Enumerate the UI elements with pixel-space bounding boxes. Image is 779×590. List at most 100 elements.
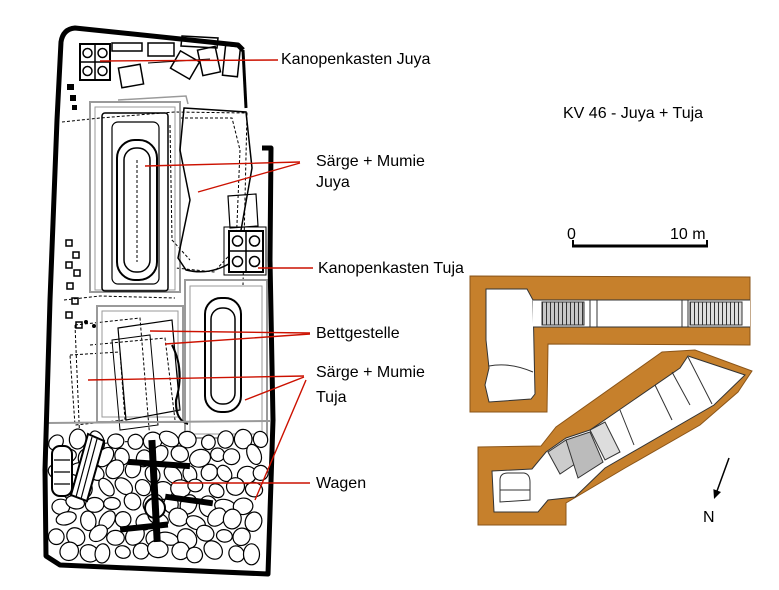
rubble-stone (106, 529, 125, 546)
dashed-outline (69, 351, 126, 426)
leader-coffins-juya (144, 161, 301, 193)
diagram-title: KV 46 - Juya + Tuja (563, 105, 703, 122)
box (196, 45, 222, 77)
small-object (73, 269, 81, 277)
chair-leg (171, 344, 189, 425)
scale-end-label: 10 m (670, 226, 706, 243)
bed-frame-outline (101, 310, 179, 418)
small-object (66, 282, 74, 290)
label-coffins-juya-name: Juya (316, 174, 350, 191)
rubble-stone (200, 434, 216, 451)
rubble-stone (80, 510, 97, 532)
rubble-stone (208, 483, 225, 499)
labels: Kanopenkasten Juya Särge + Mumie Juya Ka… (281, 51, 703, 492)
canopic-jar (248, 235, 261, 247)
rubble-stone (222, 448, 241, 466)
chariot-yoke (127, 458, 191, 470)
rubble-stone (195, 524, 215, 542)
rubble-stone (200, 463, 219, 482)
canopic-jar (231, 255, 244, 268)
rubble-stone (171, 541, 190, 561)
chair (227, 193, 259, 229)
anthropoid-coffin (116, 139, 158, 281)
corridor-step-lines (619, 356, 713, 446)
north-arrow-head (713, 489, 721, 499)
chest-frame (223, 226, 267, 276)
small-object (70, 95, 76, 101)
dashed-outline (61, 111, 248, 286)
leader-lines (87, 59, 313, 501)
rubble-stone (98, 477, 115, 497)
chariot-axle (164, 493, 214, 507)
bed (111, 334, 159, 431)
rubble-stone (47, 528, 65, 546)
rubble-stone (246, 443, 263, 466)
dashed-outline (63, 295, 176, 301)
rubble-stone (158, 430, 180, 448)
label-coffins-juya: Särge + Mumie (316, 153, 425, 170)
canopic-jar (97, 47, 108, 59)
rubble-stone (228, 545, 245, 563)
coffins-juya (89, 101, 181, 293)
chariot (51, 432, 214, 543)
outer-coffin (101, 112, 169, 292)
gray-frame (117, 95, 189, 105)
canopic-jar (231, 235, 244, 247)
rubble-stone (207, 507, 227, 527)
dashed-outline (74, 317, 151, 446)
dashed-outline (89, 337, 176, 421)
chamber-floor-line (488, 364, 534, 373)
label-coffins-tuja: Särge + Mumie (316, 364, 425, 381)
shrine-frame (184, 279, 268, 439)
label-beds: Bettgestelle (316, 325, 400, 342)
chamber-wall-stub (241, 49, 248, 109)
rubble-stone (187, 478, 204, 493)
leader-canopic-juya (99, 59, 279, 62)
leader-beds (149, 330, 311, 345)
rubble-stone (203, 540, 223, 560)
chamber-outline (42, 25, 276, 577)
box (221, 44, 242, 78)
small-object (65, 239, 73, 247)
rubble-stone (222, 508, 242, 530)
north-arrow: N (703, 457, 730, 526)
rubble-stone (186, 546, 204, 564)
leader-coffins-tuja (87, 375, 307, 501)
chariot-crossbar (119, 521, 169, 533)
rubble-boundary (47, 420, 271, 424)
scale-bar: 0 10 m (567, 226, 708, 248)
rubble-stone (177, 430, 197, 449)
door-jamb (589, 300, 689, 327)
canopic-jar (82, 47, 93, 59)
box (169, 49, 201, 81)
scale-start-label: 0 (567, 226, 576, 243)
canopic-jar (82, 65, 93, 77)
small-object (65, 261, 73, 269)
box (147, 42, 175, 57)
rubble-stone (215, 529, 233, 543)
north-label: N (703, 509, 715, 526)
rubble-stone (103, 496, 121, 511)
rubble-stone (232, 527, 251, 547)
upper-corridor-walls (533, 299, 750, 328)
rubble-stone (94, 543, 111, 564)
canopic-chest-juya (79, 43, 111, 81)
coffins-tuja (184, 279, 268, 439)
middle-coffin (111, 121, 160, 285)
rubble-stone (134, 478, 152, 497)
rubble-stone (123, 492, 142, 511)
bed (117, 319, 181, 421)
small-object (67, 84, 74, 90)
stair-block (565, 431, 604, 479)
label-canopic-tuja: Kanopenkasten Tuja (318, 260, 464, 277)
rubble-stone (233, 428, 253, 450)
rubble-stone (59, 541, 80, 562)
small-object (72, 251, 80, 259)
rubble-stone (242, 543, 261, 566)
small-object (65, 311, 73, 319)
box (111, 42, 143, 52)
lower-chamber-niche (499, 472, 531, 503)
rubble-stone (114, 545, 131, 559)
grave-goods-top (111, 35, 242, 105)
small-object (92, 324, 96, 328)
